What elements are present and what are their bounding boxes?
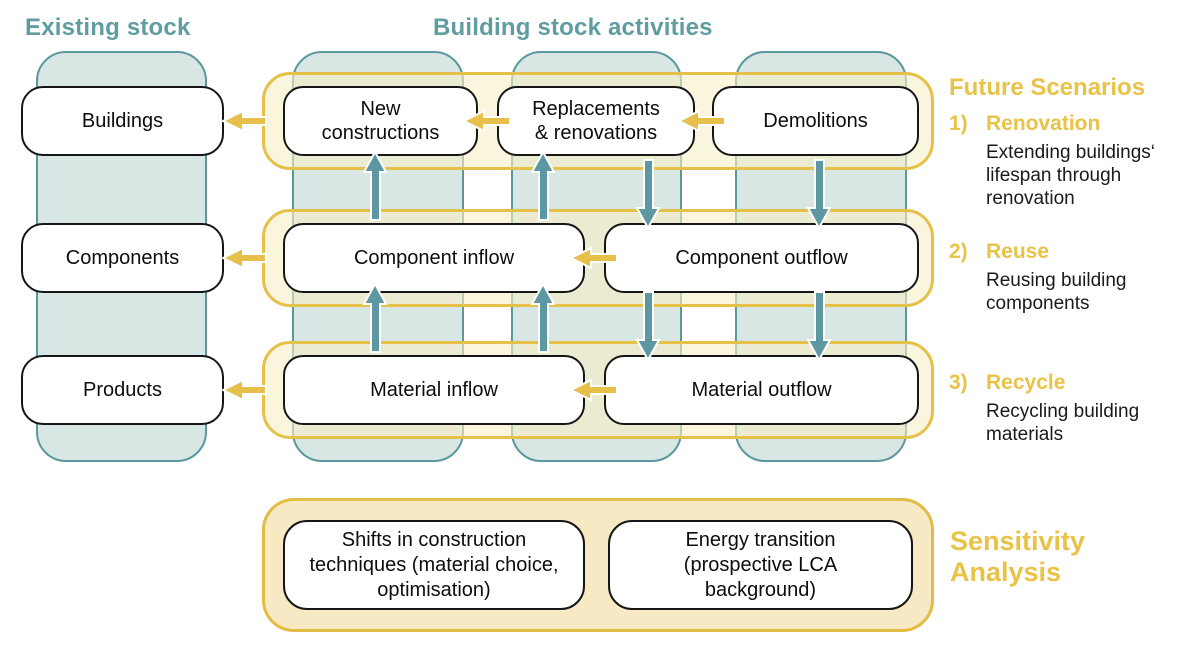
scenario-recycle: 3) Recycle Recycling building materials xyxy=(949,371,1174,446)
node-component-outflow: Component outflow xyxy=(604,223,919,293)
arrow-material-outflow-to-inflow xyxy=(569,378,618,402)
arrow-replacements-to-new-constructions xyxy=(462,109,511,133)
node-buildings: Buildings xyxy=(21,86,224,156)
scenario-3-name: Recycle xyxy=(986,371,1066,394)
node-component-inflow: Component inflow xyxy=(283,223,585,293)
node-demolitions: Demolitions xyxy=(712,86,919,156)
building-stock-activities-header: Building stock activities xyxy=(433,14,713,41)
node-material-outflow: Material outflow xyxy=(604,355,919,425)
scenario-1-description: Extending buildings‘ lifespan through re… xyxy=(986,142,1156,209)
scenario-3-description: Recycling building materials xyxy=(986,401,1140,445)
scenario-1-name: Renovation xyxy=(986,112,1101,135)
scenario-1-number: 1) xyxy=(949,112,968,135)
node-material-outflow-label: Material outflow xyxy=(691,379,832,401)
arrow-replacements-to-component-outflow xyxy=(635,159,661,230)
arrow-material-inflow-to-products xyxy=(221,378,267,402)
node-new-constructions-label: New constructions xyxy=(321,98,440,144)
node-shifts-construction: Shifts in construction techniques (mater… xyxy=(283,520,585,610)
arrow-component-outflow-to-inflow xyxy=(569,246,618,270)
future-scenarios-title: Future Scenarios xyxy=(949,74,1146,101)
node-replacements-renovations: Replacements & renovations xyxy=(497,86,695,156)
node-products: Products xyxy=(21,355,224,425)
node-component-outflow-label: Component outflow xyxy=(675,247,848,269)
arrow-component-outflow-to-material-outflow-2 xyxy=(806,291,832,362)
node-material-inflow: Material inflow xyxy=(283,355,585,425)
node-material-inflow-label: Material inflow xyxy=(370,379,498,401)
node-energy-transition: Energy transition (prospective LCA backg… xyxy=(608,520,913,610)
node-components-label: Components xyxy=(65,247,180,269)
scenario-2-number: 2) xyxy=(949,240,968,263)
node-demolitions-label: Demolitions xyxy=(763,110,868,132)
node-products-label: Products xyxy=(83,379,162,401)
scenario-3-number: 3) xyxy=(949,371,968,394)
scenario-2-name: Reuse xyxy=(986,240,1050,263)
arrow-component-inflow-to-components xyxy=(221,246,267,270)
scenario-renovation: 1) Renovation Extending buildings‘ lifesp… xyxy=(949,112,1174,210)
sensitivity-analysis-title: Sensitivity Analysis xyxy=(950,526,1086,587)
arrow-component-inflow-to-new-constructions xyxy=(362,150,388,221)
arrow-component-outflow-to-material-outflow-1 xyxy=(635,291,661,362)
arrow-component-inflow-to-replacements xyxy=(530,150,556,221)
scenario-reuse: 2) Reuse Reusing building components xyxy=(949,240,1174,315)
node-component-inflow-label: Component inflow xyxy=(353,247,515,269)
node-replacements-label: Replacements & renovations xyxy=(532,98,660,144)
arrow-material-inflow-to-component-inflow-2 xyxy=(530,282,556,353)
node-shifts-label: Shifts in construction techniques (mater… xyxy=(309,528,559,601)
existing-stock-header: Existing stock xyxy=(25,14,191,41)
arrow-material-inflow-to-component-inflow-1 xyxy=(362,282,388,353)
node-components: Components xyxy=(21,223,224,293)
node-buildings-label: Buildings xyxy=(81,110,164,132)
arrow-new-constructions-to-buildings xyxy=(221,109,267,133)
arrow-demolitions-to-component-outflow xyxy=(806,159,832,230)
node-energy-label: Energy transition (prospective LCA backg… xyxy=(683,528,838,601)
node-new-constructions: New constructions xyxy=(283,86,478,156)
scenario-2-description: Reusing building components xyxy=(986,270,1127,314)
arrow-demolitions-to-replacements xyxy=(677,109,726,133)
